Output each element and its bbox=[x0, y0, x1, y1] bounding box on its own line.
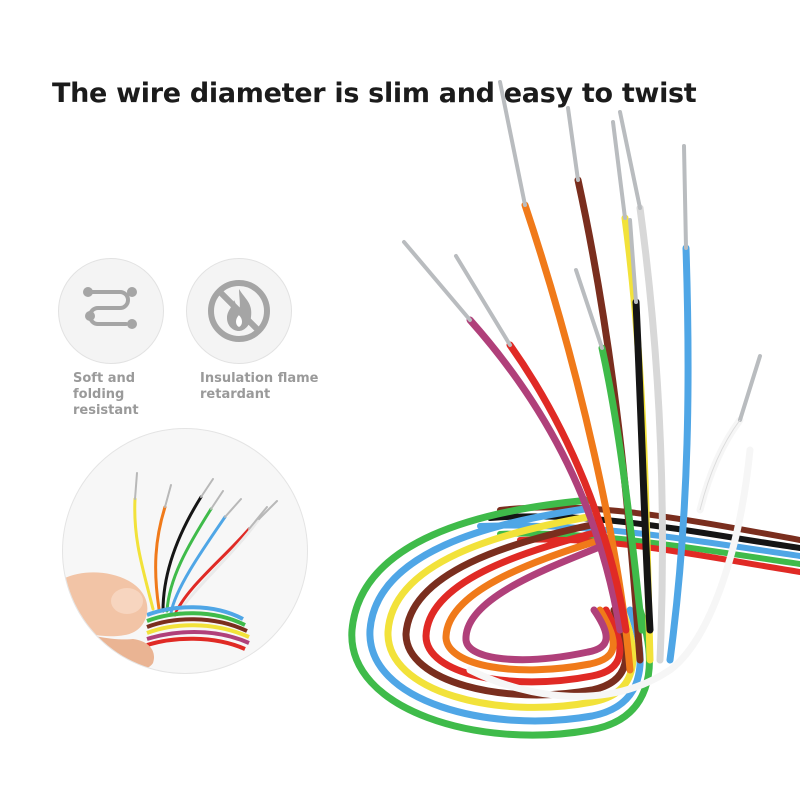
feature-label-flame: Insulation flame retardant bbox=[200, 371, 319, 402]
feature-label-soft: Soft and folding resistant bbox=[73, 371, 139, 418]
soft-folding-icon-circle bbox=[58, 258, 164, 364]
twisted-wires-photo bbox=[330, 70, 800, 770]
flexible-wires-icon bbox=[83, 287, 137, 329]
no-flame-icon bbox=[208, 280, 270, 342]
hand-wires-inset-photo bbox=[62, 428, 308, 674]
headline: The wire diameter is slim and easy to tw… bbox=[52, 78, 697, 109]
flame-retardant-icon-circle bbox=[186, 258, 292, 364]
